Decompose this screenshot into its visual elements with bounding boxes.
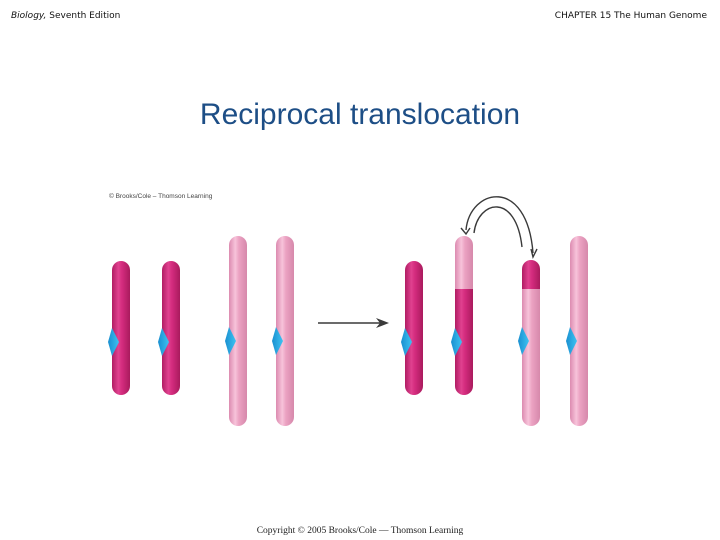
chromosome-derivative-dark — [451, 236, 473, 395]
reaction-arrow-icon — [318, 318, 389, 328]
copyright-footer: Copyright © 2005 Brooks/Cole — Thomson L… — [0, 526, 720, 536]
chromosome-derivative-light — [518, 260, 540, 426]
chromosome-dark-2 — [158, 261, 180, 395]
chromosome-dark-1 — [108, 261, 130, 395]
chromosome-light-3 — [566, 236, 588, 426]
chromosome-light-2 — [272, 236, 294, 426]
chromosome-light-1 — [225, 236, 247, 426]
chromosome-dark-3 — [401, 261, 423, 395]
